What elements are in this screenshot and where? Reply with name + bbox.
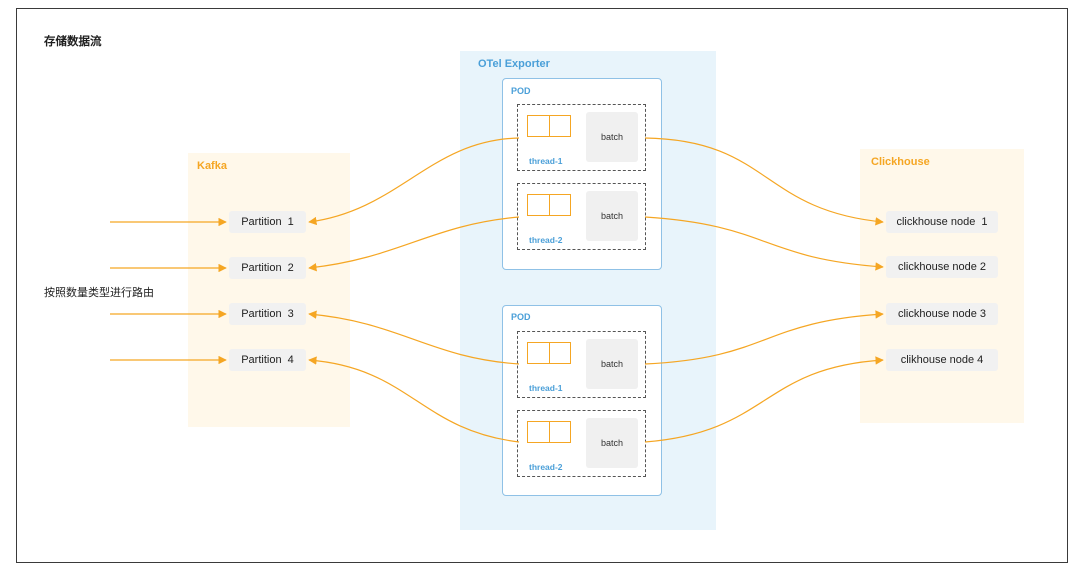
pod-1-thread-1-queue-icon — [527, 115, 571, 137]
clickhouse-node-1: clickhouse node 1 — [886, 211, 998, 233]
pod-1-thread-2-batch: batch — [586, 191, 638, 241]
otel-exporter-title: OTel Exporter — [478, 58, 550, 70]
pod-1-thread-1-label: thread-1 — [529, 156, 563, 166]
clickhouse-node-2: clickhouse node 2 — [886, 256, 998, 278]
pod-1-thread-1-batch: batch — [586, 112, 638, 162]
clickhouse-title: Clickhouse — [871, 156, 930, 168]
connector-thread-p1t2-partition-2 — [308, 216, 520, 272]
diagram-title: 存储数据流 — [44, 36, 102, 48]
kafka-partition-4: Partition 4 — [229, 349, 306, 371]
pod-2-thread-2-batch: batch — [586, 418, 638, 468]
clickhouse-node-4: clikhouse node 4 — [886, 349, 998, 371]
connector-batch-p1t2-node-2 — [644, 216, 884, 271]
pod-2-thread-2-queue-icon — [527, 421, 571, 443]
pod-1-thread-2-label: thread-2 — [529, 235, 563, 245]
kafka-partition-2: Partition 2 — [229, 257, 306, 279]
connector-batch-p2t2-node-4 — [644, 356, 884, 443]
pod-1-thread-2-queue-icon — [527, 194, 571, 216]
kafka-partition-3: Partition 3 — [229, 303, 306, 325]
diagram-frame — [16, 8, 1068, 563]
clickhouse-panel — [860, 149, 1024, 423]
pod-2-thread-1-label: thread-1 — [529, 383, 563, 393]
connector-batch-p2t1-node-3 — [644, 310, 884, 365]
clickhouse-node-3: clickhouse node 3 — [886, 303, 998, 325]
kafka-title: Kafka — [197, 160, 227, 172]
connector-thread-p1t1-partition-1 — [308, 137, 520, 226]
connector-batch-p1t1-node-1 — [644, 137, 884, 226]
pod-2-label: POD — [511, 312, 531, 322]
connector-thread-p2t2-partition-4 — [308, 356, 520, 443]
connector-thread-p2t1-partition-3 — [308, 310, 520, 365]
pod-2-thread-1-queue-icon — [527, 342, 571, 364]
pod-2-thread-1-batch: batch — [586, 339, 638, 389]
pod-1-label: POD — [511, 86, 531, 96]
routing-label: 按照数量类型进行路由 — [44, 287, 154, 299]
pod-2-thread-2-label: thread-2 — [529, 462, 563, 472]
kafka-panel — [188, 153, 350, 427]
kafka-partition-1: Partition 1 — [229, 211, 306, 233]
